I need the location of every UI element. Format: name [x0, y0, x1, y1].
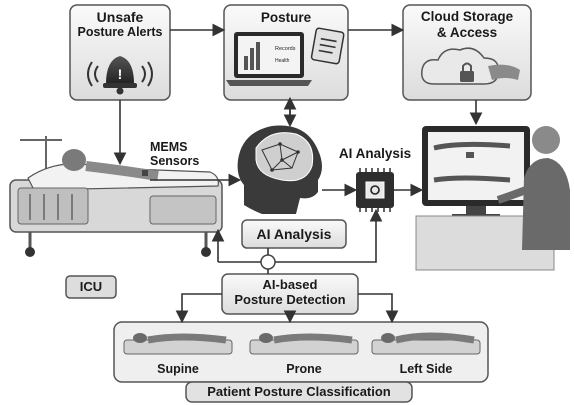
doctor-icon	[496, 126, 570, 250]
ai-analysis-box	[241, 219, 347, 249]
prone-pose-figure	[249, 333, 359, 355]
pose-label-supine: Supine	[157, 362, 199, 376]
arrow-detection-to-supine	[175, 293, 222, 324]
clipboard-icon	[310, 27, 345, 65]
hospital-bed-icon	[9, 136, 223, 257]
pose-label-prone: Prone	[286, 362, 322, 376]
mems-line1: MEMS	[150, 140, 188, 154]
posture-title: Posture	[260, 10, 312, 25]
connectors	[113, 23, 483, 324]
cloud-line1: Cloud Storage	[420, 9, 514, 24]
unsafe-alerts-label: Unsafe Posture Alerts	[70, 9, 170, 39]
detection-line1: AI-based	[262, 277, 318, 292]
ai-analysis-top-label: AI Analysis	[338, 146, 412, 161]
brain-circuit-icon	[237, 125, 322, 214]
detection-label: AI-based Posture Detection	[222, 277, 358, 308]
icu-box	[65, 275, 117, 299]
laptop-label-records: Records	[275, 46, 296, 52]
unsafe-alerts-line2: Posture Alerts	[77, 25, 163, 40]
cloud-lock-icon	[421, 47, 520, 85]
monitor-icon	[422, 126, 530, 218]
arrow-junction-to-chip	[218, 212, 376, 263]
junction-node	[260, 254, 276, 270]
cloud-line2: & Access	[436, 24, 498, 40]
svg-text:!: !	[118, 66, 123, 82]
pose-label-left-side: Left Side	[399, 362, 453, 376]
left-side-pose-figure	[371, 332, 481, 355]
cloud-label: Cloud Storage & Access	[403, 9, 531, 40]
classification-title: Patient Posture Classification	[207, 384, 391, 399]
mems-line2: Sensors	[150, 154, 200, 169]
laptop-chart-icon: Records Health	[226, 32, 312, 86]
icu-label: ICU	[79, 279, 103, 294]
ai-chip-icon	[356, 168, 394, 212]
unsafe-alerts-line1: Unsafe	[96, 9, 144, 25]
detection-line2: Posture Detection	[234, 291, 346, 307]
mems-sensors-label: MEMS Sensors	[150, 140, 210, 169]
laptop-label-health: Health	[275, 58, 290, 64]
classification-title-box	[185, 381, 413, 403]
ai-analysis-box-label: AI Analysis	[256, 226, 332, 242]
supine-pose-figure	[123, 333, 233, 355]
arrow-detection-to-leftside	[358, 293, 399, 324]
alarm-bell-icon: !	[87, 56, 153, 95]
